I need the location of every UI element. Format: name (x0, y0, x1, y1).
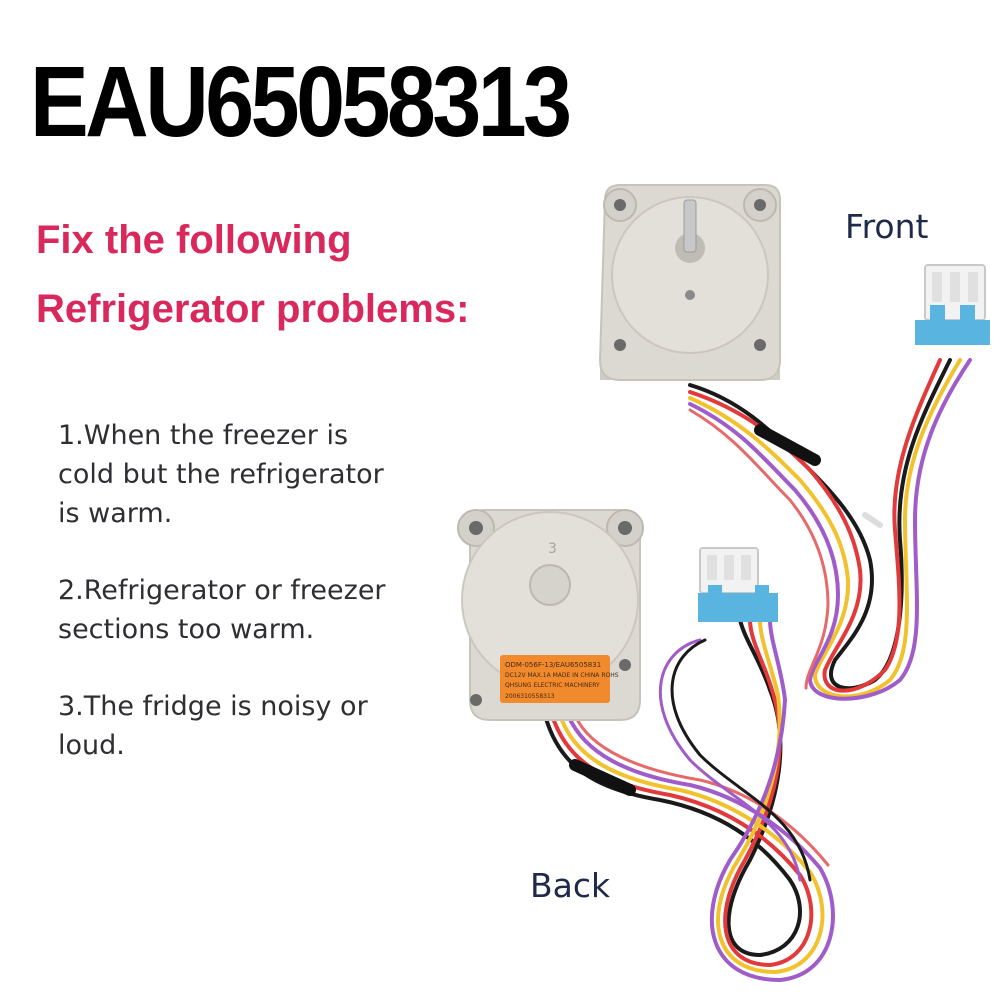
svg-text:ODM-056F-13/EAU6505831: ODM-056F-13/EAU6505831 (505, 661, 601, 669)
back-view-label: Back (530, 866, 611, 905)
svg-text:QHSUNG ELECTRIC MACHINERY: QHSUNG ELECTRIC MACHINERY (505, 682, 600, 689)
problem-list: 1.When the freezer is cold but the refri… (58, 416, 388, 803)
part-number-title: EAU65058313 (30, 46, 572, 158)
front-connector (915, 264, 990, 345)
back-motor-body: 3 ODM-056F-13/EAU6505831 DC12V MAX.1A MA… (457, 509, 644, 721)
svg-text:2006310558313: 2006310558313 (505, 693, 555, 700)
front-motor-body (598, 184, 781, 381)
headline-line-1: Fix the following (36, 218, 352, 262)
back-connector (698, 547, 778, 622)
svg-text:3: 3 (548, 541, 557, 557)
headline-line-2: Refrigerator problems: (36, 287, 470, 331)
front-view-label: Front (845, 207, 929, 246)
problem-item: 2.Refrigerator or freezer sections too w… (58, 575, 386, 645)
svg-text:DC12V MAX.1A MADE IN CHINA RO: DC12V MAX.1A MADE IN CHINA ROHS (505, 672, 619, 679)
back-motor-wires (543, 618, 835, 983)
problem-item: 1.When the freezer is cold but the refri… (58, 420, 384, 529)
problem-item: 3.The fridge is noisy or loud. (58, 691, 368, 761)
front-motor-wires (688, 358, 972, 701)
